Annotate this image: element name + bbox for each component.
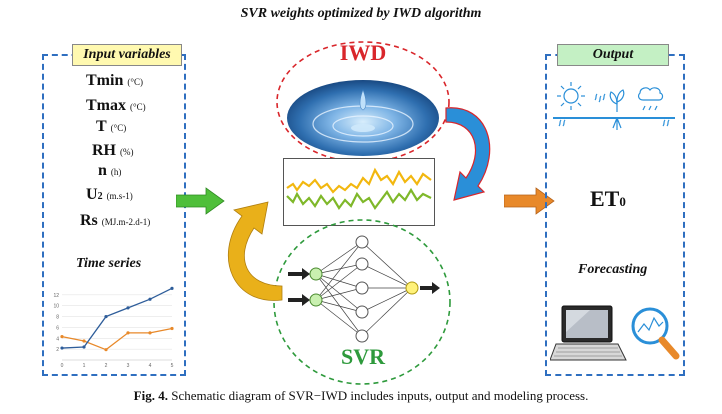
series-orange-point: [104, 348, 108, 352]
diagram-title: SVR weights optimized by IWD algorithm: [240, 6, 482, 21]
output-node: [405, 281, 419, 295]
network-connection: [361, 241, 413, 289]
series-blue-point: [82, 345, 86, 349]
series-orange-point: [60, 335, 64, 339]
iwd-label: IWD: [339, 40, 387, 65]
hidden-node: [355, 257, 369, 271]
variable-tmax: Tmax (°C): [86, 97, 146, 115]
hidden-node: [355, 329, 369, 343]
caption-label: Fig. 4.: [133, 388, 168, 403]
figure-caption: Fig. 4. Schematic diagram of SVR−IWD inc…: [0, 388, 722, 404]
y-tick-label: 4: [56, 336, 59, 342]
forecasting-label: Forecasting: [578, 262, 648, 277]
caption-text: Schematic diagram of SVR−IWD includes in…: [171, 388, 589, 403]
network-connection: [315, 287, 363, 301]
variable-name: U2: [86, 186, 103, 203]
x-tick-label: 1: [83, 363, 86, 369]
series-blue-point: [104, 314, 108, 319]
variable-n: n(h): [98, 162, 121, 180]
variable-unit: (h): [110, 167, 122, 177]
network-connection: [361, 263, 413, 289]
variable-name: Tmax: [86, 97, 126, 114]
network-connection: [315, 299, 363, 337]
variable-name: T: [96, 118, 107, 135]
series-orange-point: [170, 326, 174, 331]
optimization-signal-plot: [283, 158, 435, 226]
variable-name: Tmin: [86, 72, 124, 89]
network-connection: [315, 299, 363, 313]
series-orange-point: [82, 339, 86, 343]
network-connection: [315, 263, 363, 301]
series-blue-line: [61, 287, 173, 349]
x-tick-label: 2: [105, 363, 108, 369]
variable-t: T(°C): [96, 118, 126, 136]
variable-unit: (MJ.m-2.d-1): [101, 217, 151, 227]
series-blue-point: [170, 286, 174, 290]
variable-unit: (%): [120, 147, 134, 157]
iwd-module: [276, 41, 450, 163]
svr-feedback-arrow: [227, 201, 283, 301]
variable-name: RH: [92, 142, 116, 159]
network-connection: [315, 273, 363, 337]
series-blue-point: [60, 346, 64, 350]
iwd-feedback-arrow: [445, 107, 491, 201]
variable-name: n: [98, 162, 107, 179]
x-tick-label: 4: [149, 363, 152, 369]
network-connection: [361, 287, 413, 337]
y-tick-label: 2: [56, 347, 59, 353]
variable-rs: Rs(MJ.m-2.d-1): [80, 212, 150, 230]
variable-name: Rs: [80, 212, 98, 229]
network-connection: [315, 241, 363, 275]
network-connection: [315, 273, 363, 313]
hidden-node: [355, 235, 369, 249]
output-panel-header: Output: [557, 44, 669, 66]
network-connection: [315, 273, 363, 289]
et-text: ET: [590, 186, 620, 211]
variable-unit: (m.s-1): [106, 191, 133, 201]
series-blue-point: [126, 306, 130, 310]
network-connection: [315, 241, 363, 301]
input-panel-header: Input variables: [72, 44, 182, 66]
y-tick-label: 6: [56, 325, 59, 331]
series-orange-point: [126, 331, 130, 335]
variable-rh: RH (%): [92, 142, 134, 160]
series-blue-point: [148, 297, 152, 301]
magnifier-chart-icon: [631, 307, 680, 360]
network-connection: [315, 263, 363, 275]
input-node: [309, 267, 323, 281]
evapotranspiration-icon: [553, 82, 675, 130]
laptop-icon: [550, 305, 627, 361]
variable-u2: U2(m.s-1): [86, 186, 133, 204]
et-subscript: 0: [619, 194, 626, 209]
input-node: [309, 293, 323, 307]
x-tick-label: 0: [61, 363, 64, 369]
x-tick-label: 3: [127, 363, 130, 369]
y-tick-label: 8: [56, 315, 59, 321]
x-tick-label: 5: [171, 363, 174, 369]
variable-tmin: Tmin(°C): [86, 72, 143, 90]
input-to-model-arrow: [176, 187, 225, 215]
series-orange-point: [148, 331, 152, 335]
variable-unit: (°C): [110, 123, 127, 133]
series-orange-line: [61, 327, 173, 351]
hidden-node: [355, 281, 369, 295]
svr-label: SVR: [340, 344, 385, 369]
network-connection: [361, 287, 413, 313]
variable-unit: (°C): [127, 77, 143, 87]
svr-module: [273, 219, 451, 385]
time-series-label: Time series: [76, 256, 142, 271]
hidden-node: [355, 305, 369, 319]
et0-output-label: ET0: [590, 186, 626, 212]
y-tick-label: 10: [53, 304, 59, 310]
y-tick-label: 12: [53, 293, 59, 299]
variable-unit: (°C): [130, 102, 146, 112]
